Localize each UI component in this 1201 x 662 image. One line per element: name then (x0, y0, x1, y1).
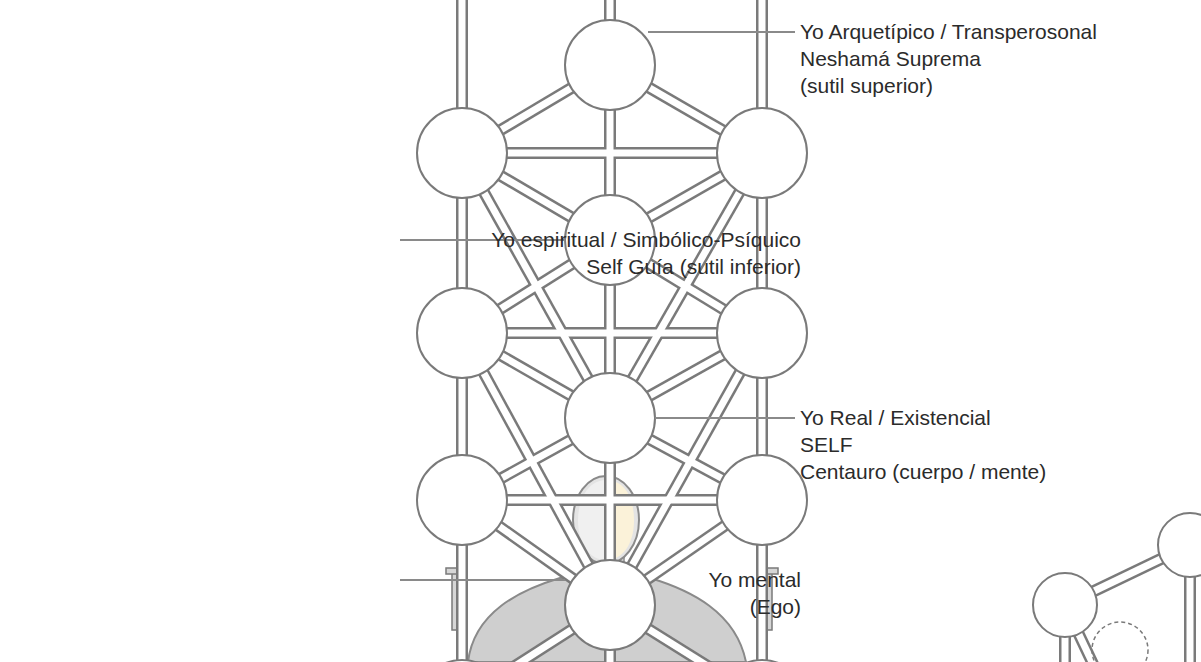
callout-label: Centauro (cuerpo / mente) (800, 458, 1046, 485)
callout-label: Neshamá Suprema (800, 45, 1097, 72)
callout-label: (sutil superior) (800, 72, 1097, 99)
callout-label: Yo espiritual / Simbólico-Psíquico (491, 226, 801, 253)
callout-label: Self Guía (sutil inferior) (491, 253, 801, 280)
sephira-circle (417, 20, 1201, 662)
callout-label: SELF (800, 431, 1046, 458)
callout-group: Yo espiritual / Simbólico-PsíquicoSelf G… (491, 226, 801, 280)
callout-label: (Ego) (708, 593, 801, 620)
callout-group: Yo mental(Ego) (708, 566, 801, 620)
callout-label: Yo mental (708, 566, 801, 593)
dashed-circle (1092, 622, 1148, 662)
leader-line (400, 32, 795, 580)
callout-label: Yo Real / Existencial (800, 404, 1046, 431)
callout-group: Yo Arquetípico / TransperosonalNeshamá S… (800, 18, 1097, 99)
callout-label: Yo Arquetípico / Transperosonal (800, 18, 1097, 45)
callout-group: Yo Real / ExistencialSELFCentauro (cuerp… (800, 404, 1046, 485)
